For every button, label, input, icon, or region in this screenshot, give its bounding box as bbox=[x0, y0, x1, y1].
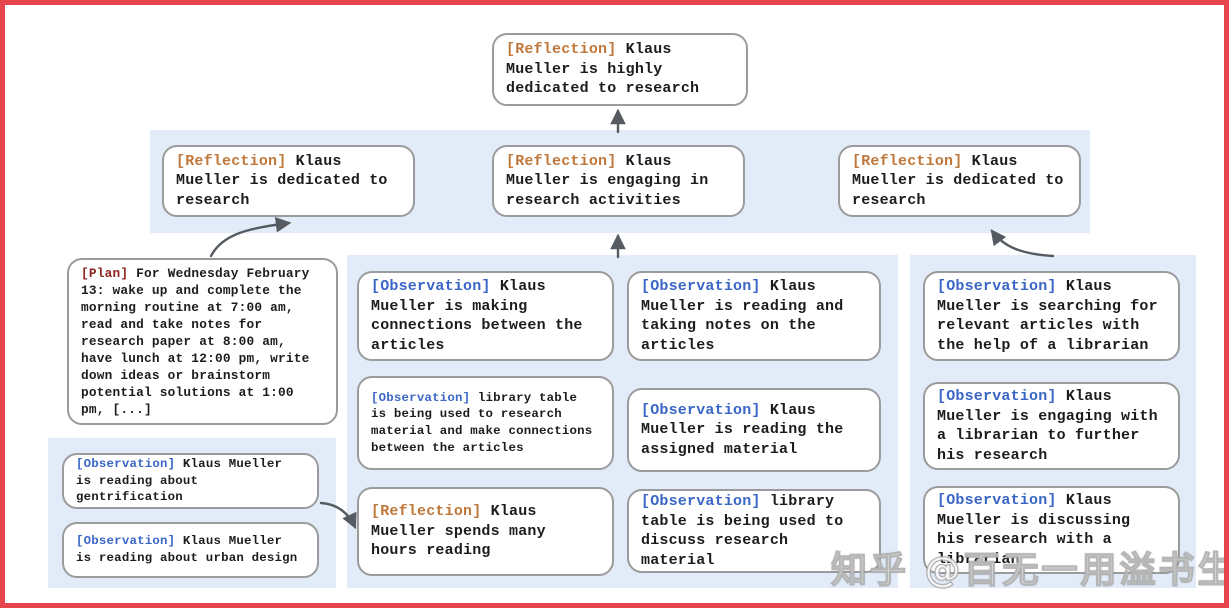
node-text: Klaus Mueller is dedicated to research bbox=[852, 152, 1064, 209]
node-text: Klaus Mueller is highly dedicated to res… bbox=[506, 41, 700, 98]
reflection-tag: [Reflection] bbox=[852, 152, 963, 170]
node-reflection-right: [Reflection] Klaus Mueller is dedicated … bbox=[838, 145, 1081, 217]
node-obs-engaging-librarian: [Observation] Klaus Mueller is engaging … bbox=[923, 382, 1180, 470]
node-text: library table is being used to discuss r… bbox=[641, 493, 844, 569]
node-text: Klaus Mueller is reading and taking note… bbox=[641, 278, 844, 354]
observation-tag: [Observation] bbox=[641, 493, 761, 510]
node-obs-library-research: [Observation] library table is being use… bbox=[357, 376, 614, 470]
node-obs-searching-articles: [Observation] Klaus Mueller is searching… bbox=[923, 271, 1180, 361]
node-obs-urban-design: [Observation] Klaus Mueller is reading a… bbox=[62, 522, 319, 578]
observation-tag: [Observation] bbox=[76, 456, 176, 471]
node-text: Klaus Mueller is reading about gentrific… bbox=[76, 456, 283, 505]
node-text: Klaus Mueller is reading the assigned ma… bbox=[641, 401, 844, 458]
reflection-tag: [Reflection] bbox=[176, 152, 287, 170]
node-root-reflection: [Reflection] Klaus Mueller is highly ded… bbox=[492, 33, 748, 106]
observation-tag: [Observation] bbox=[937, 388, 1057, 405]
observation-tag: [Observation] bbox=[641, 401, 761, 419]
node-text: library table is being used to research … bbox=[371, 390, 593, 455]
observation-tag: [Observation] bbox=[371, 390, 471, 405]
node-obs-gentrification: [Observation] Klaus Mueller is reading a… bbox=[62, 453, 319, 509]
observation-tag: [Observation] bbox=[371, 278, 491, 295]
node-plan: [Plan] For Wednesday February 13: wake u… bbox=[67, 258, 338, 425]
node-obs-discussing-librarian: [Observation] Klaus Mueller is discussin… bbox=[923, 486, 1180, 574]
reflection-tag: [Reflection] bbox=[506, 41, 617, 59]
reflection-tag: [Reflection] bbox=[506, 152, 617, 170]
node-text: Klaus Mueller is making connections betw… bbox=[371, 278, 583, 354]
node-reflection-left: [Reflection] Klaus Mueller is dedicated … bbox=[162, 145, 415, 217]
node-reflection-middle: [Reflection] Klaus Mueller is engaging i… bbox=[492, 145, 745, 217]
node-text: Klaus Mueller is engaging in research ac… bbox=[506, 152, 709, 209]
observation-tag: [Observation] bbox=[937, 492, 1057, 509]
node-text: Klaus Mueller is discussing his research… bbox=[937, 492, 1131, 568]
node-obs-connections: [Observation] Klaus Mueller is making co… bbox=[357, 271, 614, 361]
zhihu-watermark: 知乎 @百无一用溢书生 bbox=[830, 549, 1229, 591]
observation-tag: [Observation] bbox=[76, 534, 176, 549]
node-reflection-hours-reading: [Reflection] Klaus Mueller spends many h… bbox=[357, 487, 614, 576]
node-text: For Wednesday February 13: wake up and c… bbox=[81, 265, 310, 418]
arrow-right-to-refl-right bbox=[990, 229, 1055, 258]
plan-tag: [Plan] bbox=[81, 265, 129, 281]
observation-tag: [Observation] bbox=[937, 278, 1057, 295]
observation-tag: [Observation] bbox=[641, 278, 761, 295]
node-obs-taking-notes: [Observation] Klaus Mueller is reading a… bbox=[627, 271, 881, 361]
node-text: Klaus Mueller is dedicated to research bbox=[176, 152, 388, 209]
node-text: Klaus Mueller is engaging with a librari… bbox=[937, 388, 1158, 464]
reflection-tag: [Reflection] bbox=[371, 503, 482, 521]
node-obs-library-discuss: [Observation] library table is being use… bbox=[627, 489, 881, 573]
node-obs-assigned-material: [Observation] Klaus Mueller is reading t… bbox=[627, 388, 881, 472]
node-text: Klaus Mueller is reading about urban des… bbox=[76, 534, 298, 565]
node-text: Klaus Mueller spends many hours reading bbox=[371, 503, 546, 560]
node-text: Klaus Mueller is searching for relevant … bbox=[937, 278, 1158, 354]
